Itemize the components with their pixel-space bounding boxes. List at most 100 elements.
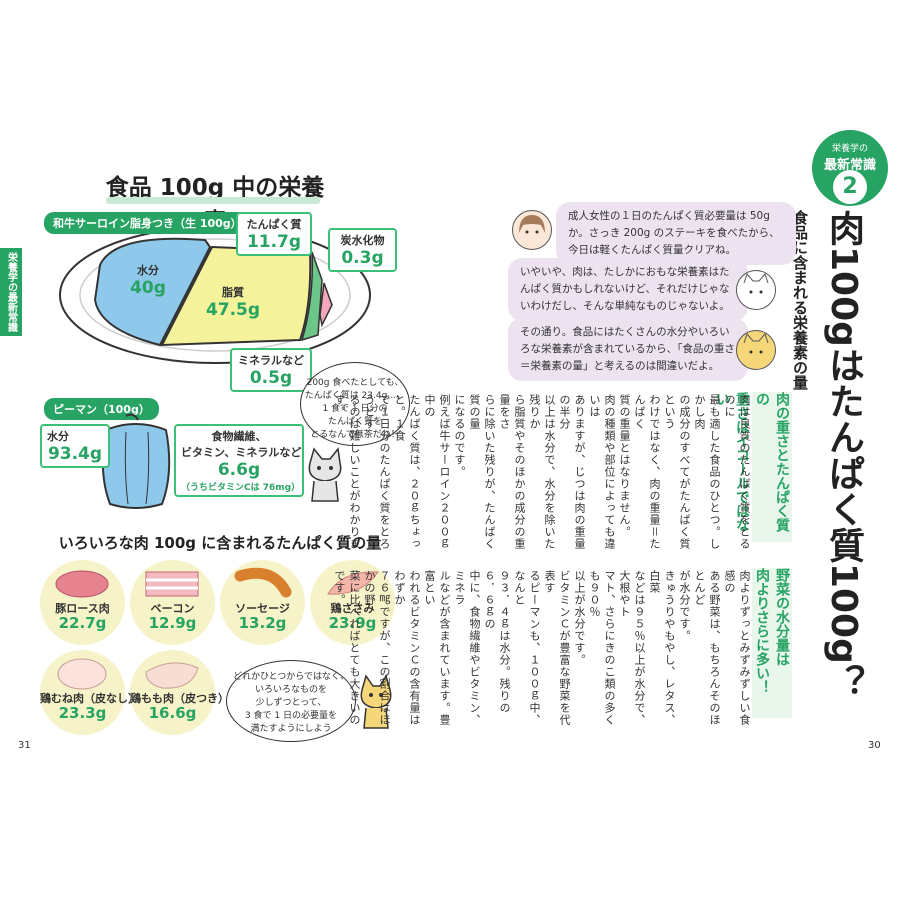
page-title: 肉100gはたんぱく質100g？	[823, 210, 864, 700]
bubble1-line: たんぱく質を	[327, 417, 382, 427]
chicken-tender-icon	[327, 571, 379, 595]
body-line: われるビタミンＣの含有量はわずか	[393, 570, 421, 726]
column2-heading-line: 肉よりさらに多い！	[754, 568, 770, 694]
meat-value: 23.3g	[58, 704, 107, 722]
column1-heading-line: 肉の重さとたんぱく質の	[754, 392, 790, 532]
body-line: ７６㎎ですが、この割合はほかの野	[363, 570, 391, 726]
meat-item-bacon: ベーコン 12.9g	[130, 560, 215, 645]
body-line: ビタミンＣが豊富な野菜を代表す	[543, 570, 571, 726]
body-line: ある野菜は、もちろんそのほとんど	[693, 570, 721, 726]
pepper-illustration	[101, 413, 171, 509]
bubble2-line: 3 食で 1 日の必要量を	[244, 711, 338, 721]
meat-value: 12.9g	[148, 614, 197, 632]
body-line: わけではなく、肉の重量＝たんぱく	[633, 394, 661, 550]
bubble2-line: 満たすようにしよう	[250, 724, 332, 734]
bubble2-line: どれかひとつからではなく、	[232, 672, 350, 682]
page-number-right: 30	[868, 740, 881, 751]
cat-avatar-icon	[736, 270, 776, 310]
pepper-water-value: 93.4g	[47, 444, 103, 464]
cat-avatar-icon	[736, 330, 776, 370]
chicken-breast-icon	[57, 658, 107, 690]
cat-icon	[360, 674, 392, 729]
meat-label: ソーセージ	[235, 602, 290, 615]
bubble1-line: とるなんて無茶だね！	[310, 430, 400, 440]
chicken-thigh-icon	[145, 662, 199, 689]
body-line: 肉の種類や部位によっても違いは	[588, 394, 616, 550]
pepper-fiber-label-1: 食物繊維、	[211, 430, 267, 443]
sausage-icon	[234, 567, 292, 598]
body-line: 中に、食物繊維やビタミン、ミネラ	[453, 570, 481, 726]
body-line: ありますが、じつは肉の重量の半分	[558, 394, 586, 550]
meat-value: 16.6g	[148, 704, 197, 722]
meat-value: 23.9g	[328, 614, 377, 632]
column2-body: 肉よりずっとみずみずしい食感の ある野菜は、もちろんそのほとんど が水分です。 …	[333, 570, 752, 735]
body-line: 肉よりずっとみずみずしい食感の	[723, 570, 751, 726]
beef-water: 水分 40g	[118, 262, 178, 298]
meat-label: 鶏むね肉（皮なし）	[40, 692, 139, 705]
cat-icon	[308, 447, 342, 502]
beef-water-value: 40g	[130, 278, 166, 298]
beef-carb-label: 炭水化物	[340, 234, 385, 247]
meat-item-thigh: 鶏もも肉（皮つき） 16.6g	[130, 650, 229, 735]
beef-mineral-label: ミネラルなど	[238, 354, 304, 367]
beef-protein-box: たんぱく質 11.7g	[236, 212, 312, 256]
meat-item-sasami: 鶏ささみ 23.9g	[310, 560, 395, 645]
bubble1-line: 1 食で 1 日分の	[322, 404, 388, 414]
meat-item-pork: 豚ロース肉 22.7g	[40, 560, 125, 645]
badge-number: 2	[833, 170, 867, 204]
section-badge: 栄養学の 最新常識 2	[812, 130, 888, 206]
body-line: ルなどが含まれています。豊富とい	[423, 570, 451, 726]
meat-value: 22.7g	[58, 614, 107, 632]
body-line: が水分です。	[678, 570, 691, 642]
badge-top-label: 栄養学の	[831, 144, 868, 154]
meat-label: ベーコン	[150, 602, 195, 615]
column2-heading-line: 野菜の水分量は	[774, 568, 790, 666]
body-line: 肉は良質のたんぱく質をとるのに	[723, 394, 751, 550]
beef-protein-label: たんぱく質	[246, 218, 302, 231]
body-line: になるのです。	[453, 394, 466, 478]
meat-section-title: いろいろな肉 100g に含まれるたんぱく質の量	[58, 534, 382, 552]
beef-tag: 和牛サーロイン脂身つき（生 100g）	[44, 212, 251, 234]
beef-carb-box: 炭水化物 0.3g	[328, 228, 397, 272]
column2-heading: 野菜の水分量は 肉よりさらに多い！	[752, 568, 792, 718]
body-line: らに除いた残りが、たんぱく質の量	[468, 394, 496, 550]
column1-body: 肉は良質のたんぱく質をとるのに 最も適した食品のひとつ。しかし肉 の成分のすべて…	[333, 394, 752, 554]
body-line: 質の重量とはなりません。	[618, 394, 631, 538]
beef-fat-label: 脂質	[222, 286, 244, 299]
meat-item-sausage: ソーセージ 13.2g	[220, 560, 305, 645]
meat-label: 鶏ささみ	[330, 602, 375, 615]
side-tab: 栄養学の最新常識	[0, 248, 22, 336]
pepper-fiber-box: 食物繊維、 ビタミン、ミネラルなど 6.6g （うちビタミンCは 76mg）	[174, 424, 304, 497]
meat-value: 13.2g	[238, 614, 287, 632]
body-line: で１日分のたんぱく質をとろうとす	[363, 394, 391, 550]
column1-heading: 肉の重さとたんぱく質の 重さはイコールではない	[714, 392, 792, 542]
chat-bubble-1: 成人女性の１日のたんぱく質必要量は 50g か。さっき 200g のステーキを食…	[556, 202, 796, 265]
column1-heading-line: 重さはイコールではない	[714, 392, 750, 532]
woman-avatar-icon	[512, 210, 552, 250]
side-tab-label: 栄養学の最新常識	[5, 252, 17, 332]
bubble1-line: 200g 食べたとしても、	[306, 378, 404, 388]
page-subtitle: 食品に含まれる栄養素の量	[791, 210, 809, 390]
body-line: きゅうりやもやし、レタス、白菜	[648, 570, 676, 726]
beef-protein-value: 11.7g	[246, 232, 302, 252]
speech-bubble-2: どれかひとつからではなく、 いろいろなものを 少しずつとって、 3 食で 1 日…	[226, 660, 356, 742]
pepper-water-label: 水分	[47, 430, 69, 443]
pepper-fiber-value: 6.6g	[217, 460, 261, 480]
body-line: ９３．４ｇは水分。残りの６．６ｇの	[483, 570, 511, 714]
bubble1-line: たんぱく質は 23.4g…。	[304, 391, 406, 401]
body-line: マト、さらにきのこ類の多くも９０％	[588, 570, 616, 726]
body-line: るのは難しいことがわかります。	[333, 394, 361, 550]
meat-item-breast: 鶏むね肉（皮なし） 23.3g	[40, 650, 139, 735]
body-line: 最も適した食品のひとつ。しかし肉	[693, 394, 721, 550]
body-line: 以上が水分です。	[573, 570, 586, 666]
body-line: たんぱく質は、２０ｇちょっと。１食	[393, 394, 421, 550]
beef-plate-illustration	[59, 226, 371, 364]
body-line: るピーマンも、１００ｇ中、なんと	[513, 570, 541, 726]
beef-water-label: 水分	[137, 264, 159, 277]
body-line: の成分のすべてがたんぱく質という	[663, 394, 691, 550]
bubble2-line: 少しずつとって、	[255, 698, 327, 708]
body-line: などは９５％以上が水分で、大根やト	[618, 570, 646, 726]
chat-bubble-2: いやいや、肉は、たしかにおもな栄養素はたんぱく質かもしれないけど、それだけじゃな…	[508, 258, 748, 321]
body-line: 菜に比べればとても大きいのです。	[333, 570, 361, 726]
badge-mid-label: 最新常識	[823, 158, 876, 173]
